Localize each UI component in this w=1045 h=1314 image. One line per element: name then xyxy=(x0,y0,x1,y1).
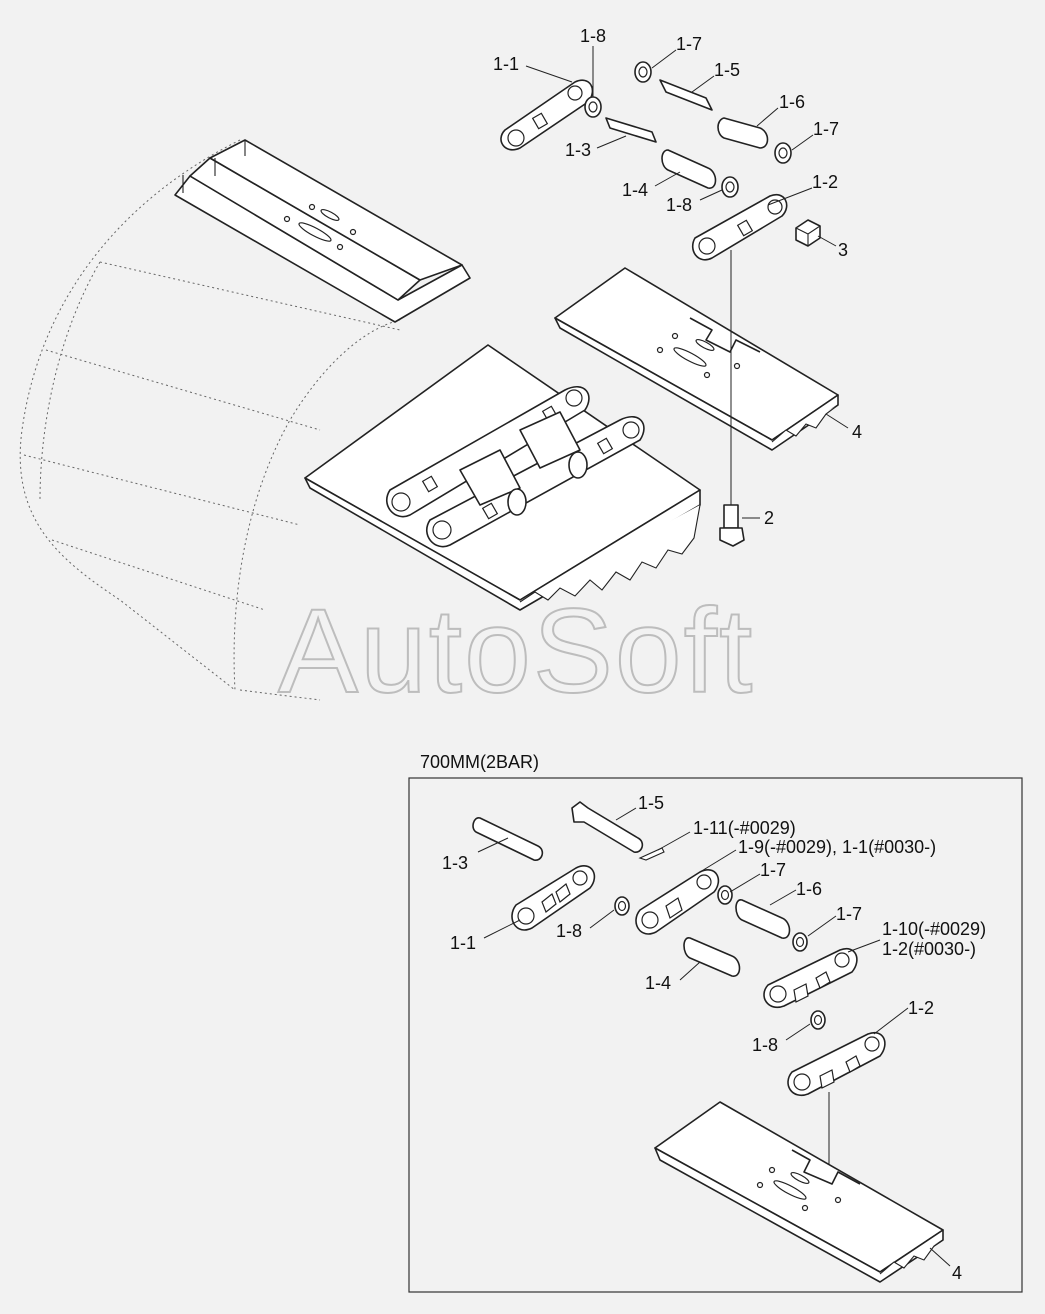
inset-label-1-6: 1-6 xyxy=(796,879,822,899)
inset-label-1-2: 1-2 xyxy=(908,998,934,1018)
inset-label-1-5: 1-5 xyxy=(638,793,664,813)
inset-label-1-9: 1-9(-#0029), 1-1(#0030-) xyxy=(738,837,936,857)
label-1-7-right: 1-7 xyxy=(813,119,839,139)
inset-label-1-11: 1-11(-#0029) xyxy=(693,818,796,838)
inset-title: 700MM(2BAR) xyxy=(420,752,539,772)
inset-frame xyxy=(408,777,1023,1293)
inset-label-4: 4 xyxy=(952,1263,962,1283)
label-1-6: 1-6 xyxy=(779,92,805,112)
label-1-7-top: 1-7 xyxy=(676,34,702,54)
inset-label-1-7-a: 1-7 xyxy=(760,860,786,880)
inset-label-1-8-a: 1-8 xyxy=(556,921,582,941)
inset-label-1-8-b: 1-8 xyxy=(752,1035,778,1055)
inset-label-1-4: 1-4 xyxy=(645,973,671,993)
label-1-5: 1-5 xyxy=(714,60,740,80)
inset-label-1-10: 1-10(-#0029) xyxy=(882,919,986,939)
label-1-8-top: 1-8 xyxy=(580,26,606,46)
label-1-4: 1-4 xyxy=(622,180,648,200)
label-4: 4 xyxy=(852,422,862,442)
inset-label-1-7-b: 1-7 xyxy=(836,904,862,924)
label-1-3: 1-3 xyxy=(565,140,591,160)
label-1-1: 1-1 xyxy=(493,54,519,74)
track-assembly-illustration xyxy=(19,46,849,701)
label-2: 2 xyxy=(764,508,774,528)
link-chain xyxy=(386,386,645,548)
inset-label-1-2-sub: 1-2(#0030-) xyxy=(882,939,976,959)
inset-illustration xyxy=(472,801,951,1283)
inset-label-1-1: 1-1 xyxy=(450,933,476,953)
inset-label-1-3: 1-3 xyxy=(442,853,468,873)
label-1-2: 1-2 xyxy=(812,172,838,192)
label-1-8-mid: 1-8 xyxy=(666,195,692,215)
label-3: 3 xyxy=(838,240,848,260)
